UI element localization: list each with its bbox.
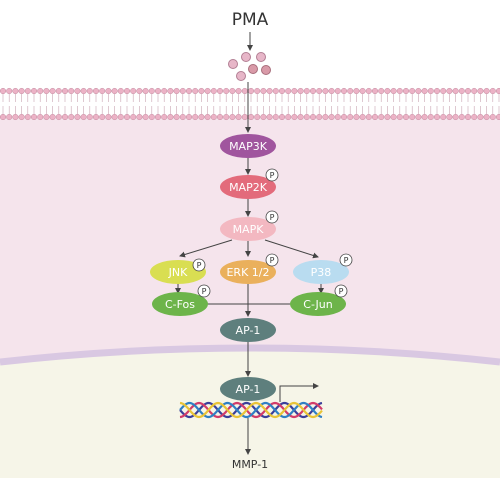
svg-text:AP-1: AP-1 bbox=[236, 383, 261, 396]
phospho-badge-map2k: P bbox=[265, 168, 279, 182]
mapk-node: MAPK bbox=[220, 217, 276, 241]
cjun-node: C-Jun bbox=[290, 292, 346, 316]
svg-text:AP-1: AP-1 bbox=[236, 324, 261, 337]
jnk-node: JNK bbox=[150, 260, 206, 284]
arrow-mapk-to-jnk bbox=[179, 239, 233, 258]
nuclear-membrane bbox=[0, 344, 500, 366]
cell-membrane bbox=[0, 87, 500, 121]
svg-text:MAP3K: MAP3K bbox=[229, 140, 268, 153]
phospho-badge-mapk: P bbox=[265, 210, 279, 224]
svg-text:JNK: JNK bbox=[168, 266, 188, 279]
svg-text:P: P bbox=[270, 171, 275, 180]
phospho-badge-p38: P bbox=[339, 253, 353, 267]
map3k-node: MAP3K bbox=[220, 134, 276, 158]
svg-text:P: P bbox=[344, 256, 349, 265]
cfos-node: C-Fos bbox=[152, 292, 208, 316]
svg-text:P: P bbox=[339, 287, 344, 296]
svg-text:MAPK: MAPK bbox=[233, 223, 265, 236]
svg-text:C-Jun: C-Jun bbox=[303, 298, 332, 311]
svg-text:P38: P38 bbox=[311, 266, 332, 279]
p38-node: P38 bbox=[293, 260, 349, 284]
pma-molecules bbox=[228, 52, 271, 81]
phospho-badge-erk: P bbox=[265, 253, 279, 267]
svg-text:MAP2K: MAP2K bbox=[229, 181, 268, 194]
dna-helix bbox=[179, 401, 323, 419]
phospho-badge-cjun: P bbox=[334, 284, 348, 298]
ap1-nucleus-node: AP-1 bbox=[220, 377, 276, 401]
svg-text:P: P bbox=[202, 287, 207, 296]
arrow-mapk-to-p38 bbox=[264, 239, 319, 259]
transcription-arrow bbox=[279, 383, 319, 402]
svg-text:P: P bbox=[197, 261, 202, 270]
erk-node: ERK 1/2 bbox=[220, 260, 276, 284]
mmp1-label: MMP-1 bbox=[232, 458, 268, 471]
ap1-cytoplasm-node: AP-1 bbox=[220, 318, 276, 342]
svg-text:P: P bbox=[270, 256, 275, 265]
map2k-node: MAP2K bbox=[220, 175, 276, 199]
svg-text:ERK 1/2: ERK 1/2 bbox=[226, 266, 269, 279]
phospho-badge-jnk: P bbox=[192, 258, 206, 272]
phospho-badge-cfos: P bbox=[197, 284, 211, 298]
svg-text:P: P bbox=[270, 213, 275, 222]
pma-label: PMA bbox=[232, 10, 269, 30]
svg-text:C-Fos: C-Fos bbox=[165, 298, 195, 311]
